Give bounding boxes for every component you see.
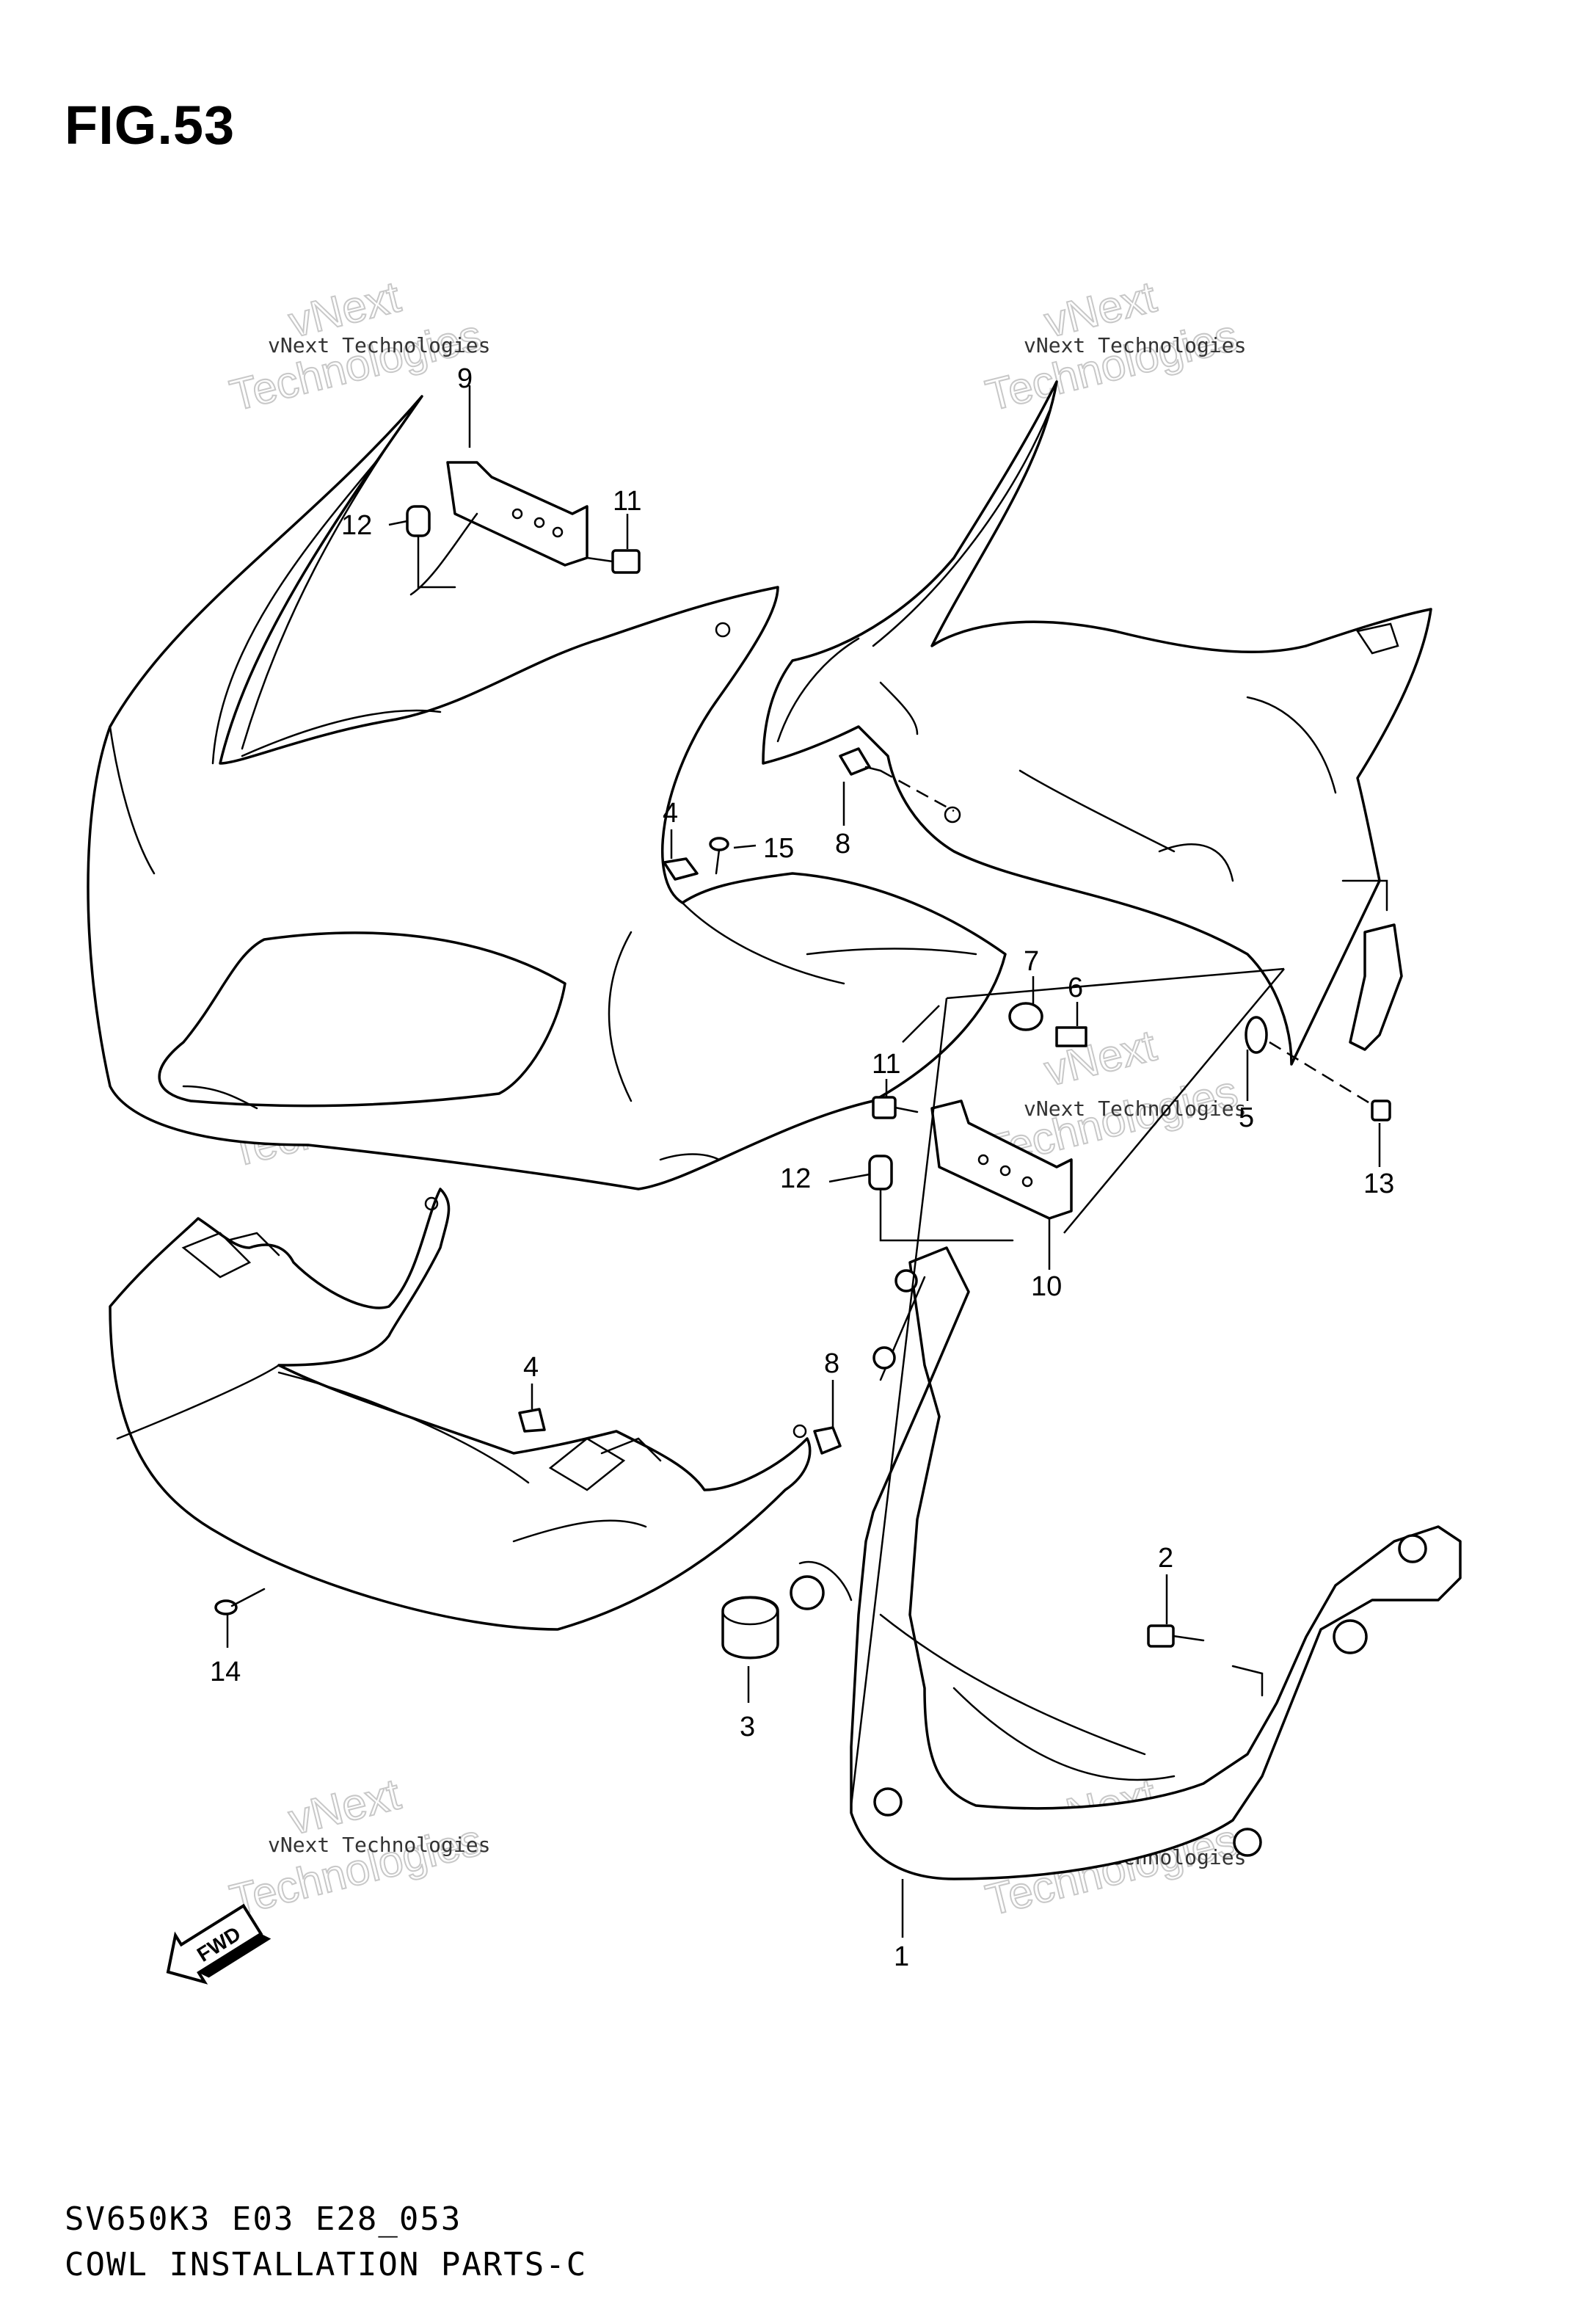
bolt-part-11-lower [872, 1096, 919, 1119]
screw-part-14 [214, 1588, 266, 1615]
inner-cowl-panel [762, 380, 1432, 1066]
callout-labels: 9 11 12 4 15 8 7 6 5 13 11 12 10 4 8 2 3… [210, 363, 1394, 1972]
clip-part-4-upper [663, 857, 699, 881]
bolt-part-15 [709, 837, 729, 875]
svg-text:vNext Technologies: vNext Technologies [268, 333, 490, 357]
rivet-part-8-upper [839, 747, 882, 776]
callout-11-lower: 11 [872, 1049, 900, 1080]
callout-4-upper: 4 [663, 798, 678, 829]
callout-leaders [226, 385, 1381, 1938]
callout-9: 9 [457, 363, 473, 394]
rivet-part-8-lower [813, 1426, 842, 1455]
svg-text:vNext Technologies: vNext Technologies [268, 1833, 490, 1857]
footer-section-name: COWL INSTALLATION PARTS-C [65, 2246, 588, 2283]
pin-part-12-lower [868, 1155, 1014, 1242]
watermark-top-right: vNext Technologies vNext Technologies [980, 271, 1247, 421]
svg-text:vNext Technologies: vNext Technologies [1024, 1097, 1246, 1121]
callout-14: 14 [210, 1657, 241, 1687]
callout-13: 13 [1363, 1168, 1394, 1199]
callout-5: 5 [1239, 1102, 1254, 1133]
bracket-part-right [1349, 923, 1403, 1051]
grommet-part-3 [721, 1596, 779, 1660]
upper-cowl [87, 395, 1007, 1190]
bolt-part-13 [1371, 1099, 1391, 1122]
callout-15: 15 [763, 833, 794, 864]
bracket-part-9 [409, 461, 589, 596]
watermark-top-left: vNext Technologies vNext Technologies [225, 271, 491, 421]
under-cowl [109, 1188, 812, 1631]
assembly-lines [850, 769, 1373, 1806]
callout-2: 2 [1158, 1543, 1173, 1574]
callout-4-lower: 4 [523, 1352, 539, 1383]
callout-12-upper: 12 [341, 510, 372, 541]
callout-3: 3 [740, 1712, 755, 1742]
callout-7: 7 [1024, 946, 1039, 977]
callout-12-lower: 12 [780, 1163, 811, 1194]
clip-part-4-lower [518, 1408, 546, 1433]
bolt-part-11-upper [586, 549, 641, 574]
callout-11-upper: 11 [613, 486, 641, 517]
watermark-bottom-left: vNext Technologies vNext Technologies [225, 1768, 491, 1925]
callout-8-upper: 8 [835, 829, 850, 859]
bracket-part-10 [930, 1099, 1073, 1220]
washer-part-5 [1245, 1016, 1268, 1054]
bolt-part-2 [1147, 1624, 1205, 1648]
cowl-brace [790, 1246, 1462, 1880]
svg-text:Technologies: Technologies [225, 1815, 487, 1925]
svg-text:vNext Technologies: vNext Technologies [1024, 333, 1246, 357]
pin-part-12-upper [406, 505, 456, 589]
fwd-arrow-icon: FWD [166, 1903, 272, 1985]
callout-8-lower: 8 [824, 1348, 839, 1379]
bolt-part-6 [1055, 1026, 1087, 1047]
footer-model-code: SV650K3 E03 E28_053 [65, 2200, 462, 2238]
callout-10: 10 [1031, 1271, 1062, 1302]
figure-title: FIG.53 [65, 95, 236, 156]
callout-1: 1 [894, 1941, 909, 1972]
grommet-part-7 [1008, 1002, 1043, 1031]
callout-6: 6 [1068, 973, 1083, 1003]
